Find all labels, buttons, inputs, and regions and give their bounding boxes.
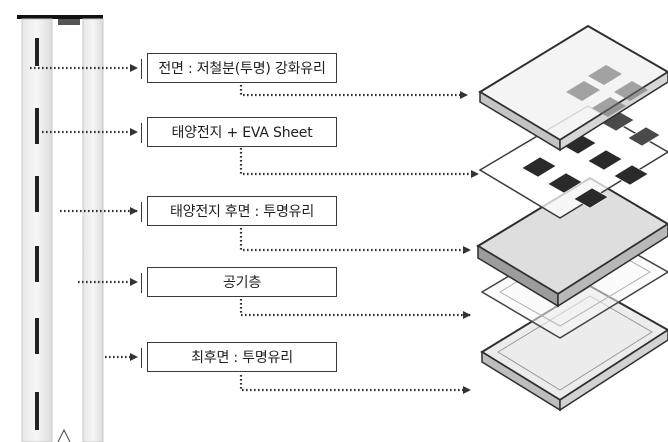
label-cell-back-glass: 태양전지 후면 : 투명유리 — [141, 196, 337, 226]
solar-cell-icon — [521, 110, 661, 209]
leader-lines — [30, 64, 138, 361]
label-solar-cell: 태양전지 + EVA Sheet — [141, 117, 337, 147]
wall-section — [17, 15, 104, 442]
label-solar-cell-text: 태양전지 + EVA Sheet — [171, 125, 313, 141]
label-air-layer: 공기층 — [141, 267, 337, 297]
label-air-layer-text: 공기층 — [222, 275, 262, 291]
exploded-layers — [476, 24, 668, 412]
layer-front-glass — [478, 24, 668, 152]
label-rear-glass-text: 최후면 : 투명유리 — [191, 350, 293, 366]
label-cell-back-glass-text: 태양전지 후면 : 투명유리 — [169, 204, 315, 220]
connector-cell — [239, 148, 479, 178]
connector-air — [239, 299, 471, 319]
layer-cell-back-glass — [476, 176, 668, 308]
layer-solar-cells — [478, 105, 668, 219]
label-rear-glass: 최후면 : 투명유리 — [141, 342, 337, 372]
connector-front — [239, 85, 468, 99]
label-front-glass: 전면 : 저철분(투명) 강화유리 — [141, 53, 337, 83]
connector-rear — [239, 375, 471, 394]
connector-cell-back — [239, 228, 471, 254]
label-front-glass-text: 전면 : 저철분(투명) 강화유리 — [158, 61, 326, 77]
connector-lines — [239, 85, 479, 394]
